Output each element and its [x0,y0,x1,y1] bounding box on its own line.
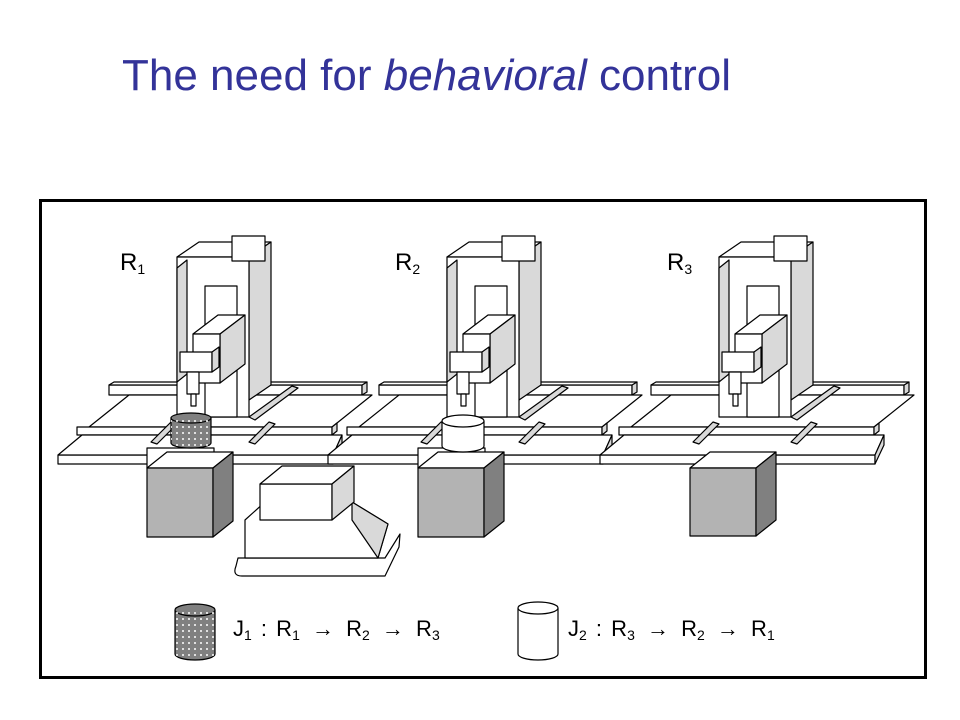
tool-bit [732,393,739,407]
fixture-bar [790,385,841,421]
dotted-cylinder-icon [174,603,216,661]
arrow-icon: → [716,616,739,641]
tool-bit [190,393,197,407]
white-cylinder-icon [517,601,559,661]
arrow-icon: → [381,616,404,641]
transport-vehicle [234,465,401,577]
title-suffix: control [586,51,732,100]
title-prefix: The need for [122,51,384,100]
tool-spindle [186,371,200,395]
robot-label-r1: R1 [120,249,146,277]
tool-head [449,351,483,373]
gantry-side [518,241,542,401]
servo-box [773,235,808,262]
manufacturing-cell-figure: R1 R2 R3 J1 : R1 → R2 → R3 J2 : R3 → R2 … [39,199,927,679]
tool-head [179,351,213,373]
slide-title: The need for behavioral control [122,46,731,106]
title-emphasis: behavioral [383,51,587,100]
arrow-icon: → [646,616,669,641]
front-rail [618,426,875,436]
robot-station-2 [327,235,643,465]
robot-station-3 [599,235,915,465]
robot-station-1 [57,235,373,465]
job1-part-on-r1 [170,412,212,449]
storage-block-r2 [417,451,505,538]
tool-bit [460,393,467,407]
servo-box [501,235,536,262]
tool-spindle [728,371,742,395]
robot-label-r3: R3 [667,249,693,277]
storage-block-r3 [689,451,777,537]
servo-box [231,235,266,262]
gantry-side [790,241,814,401]
storage-block-r1 [146,451,234,538]
job2-part-on-r2 [441,414,485,453]
clamp-bar [518,421,546,445]
robot-label-r2: R2 [395,249,421,277]
arrow-icon: → [311,616,334,641]
tool-head [721,351,755,373]
job-route-j1: J1 : R1 → R2 → R3 [233,616,440,643]
fixture-bar [518,385,569,421]
manufacturing-cell-drawing [57,235,915,661]
gantry-side [248,241,272,401]
job-route-j2: J2 : R3 → R2 → R1 [568,616,775,643]
clamp-bar [248,421,276,445]
tool-spindle [456,371,470,395]
fixture-bar [248,385,299,421]
clamp-bar [790,421,818,445]
vehicle-box [259,483,333,521]
